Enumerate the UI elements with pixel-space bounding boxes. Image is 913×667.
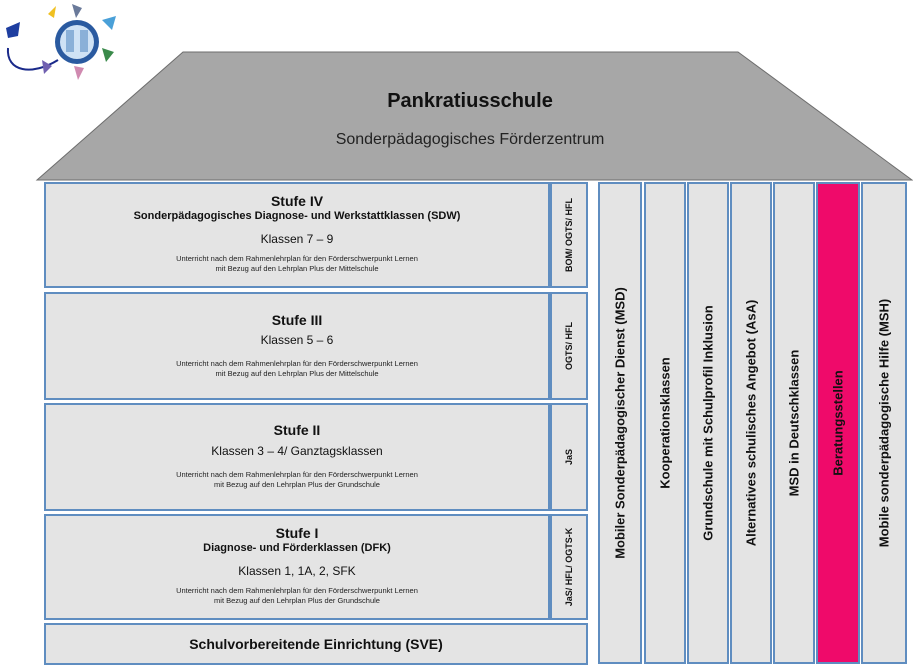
column-beratungsstellen: Beratungsstellen — [816, 182, 860, 664]
stufe-iii-box: Stufe III Klassen 5 – 6 Unterricht nach … — [44, 292, 550, 400]
stufe-iii-note-2: mit Bezug auf den Lehrplan Plus der Mitt… — [215, 369, 379, 378]
stufe-iv-subtitle: Sonderpädagogisches Diagnose- und Werkst… — [133, 210, 461, 222]
school-logo-icon — [6, 4, 116, 80]
stufe-i-klassen: Klassen 1, 1A, 2, SFK — [238, 564, 356, 578]
stufe-iii-klassen: Klassen 5 – 6 — [260, 333, 334, 347]
column-asa: Alternatives schulisches Angebot (AsA) — [730, 182, 772, 664]
column-msd-label: Mobiler Sonderpädagogischer Dienst (MSD) — [612, 287, 628, 559]
stufe-iv-side-label: BOM/ OGTS/ HFL — [564, 198, 574, 272]
stufe-i-side-label: JaS/ HFL/ OGTS-K — [564, 527, 574, 607]
stufe-i-note-1: Unterricht nach dem Rahmenlehrplan für d… — [176, 586, 418, 595]
stufe-i-subtitle: Diagnose- und Förderklassen (DFK) — [203, 542, 391, 554]
stufe-iv-klassen: Klassen 7 – 9 — [260, 232, 334, 246]
column-msd: Mobiler Sonderpädagogischer Dienst (MSD) — [598, 182, 642, 664]
column-msd-deutschklassen-label: MSD in Deutschklassen — [786, 349, 802, 497]
stufe-iv-box: Stufe IV Sonderpädagogisches Diagnose- u… — [44, 182, 550, 288]
stufe-ii-side: JaS — [550, 403, 588, 511]
stufe-ii-box: Stufe II Klassen 3 – 4/ Ganztagsklassen … — [44, 403, 550, 511]
column-msh: Mobile sonderpädagogische Hilfe (MSH) — [861, 182, 907, 664]
stufe-ii-side-label: JaS — [564, 448, 574, 466]
column-inklusion: Grundschule mit Schulprofil Inklusion — [687, 182, 729, 664]
school-name: Pankratiusschule — [387, 90, 553, 112]
stufe-iii-side: OGTS/ HFL — [550, 292, 588, 400]
column-inklusion-label: Grundschule mit Schulprofil Inklusion — [700, 305, 716, 541]
stufe-iv-note-2: mit Bezug auf den Lehrplan Plus der Mitt… — [215, 264, 379, 273]
school-subtitle: Sonderpädagogisches Förderzentrum — [335, 131, 605, 148]
stufe-iii-title: Stufe III — [271, 312, 323, 328]
stufe-ii-klassen: Klassen 3 – 4/ Ganztagsklassen — [211, 444, 383, 458]
roof — [35, 51, 913, 181]
column-msh-label: Mobile sonderpädagogische Hilfe (MSH) — [876, 298, 892, 548]
stufe-ii-title: Stufe II — [273, 422, 321, 438]
stufe-ii-note-2: mit Bezug auf den Lehrplan Plus der Grun… — [214, 480, 380, 489]
stufe-iv-note-1: Unterricht nach dem Rahmenlehrplan für d… — [176, 254, 418, 263]
stufe-i-box: Stufe I Diagnose- und Förderklassen (DFK… — [44, 514, 550, 620]
stufe-i-note-2: mit Bezug auf den Lehrplan Plus der Grun… — [214, 596, 380, 605]
column-beratungsstellen-label: Beratungsstellen — [830, 370, 846, 476]
stufe-iv-side: BOM/ OGTS/ HFL — [550, 182, 588, 288]
column-kooperationsklassen: Kooperationsklassen — [644, 182, 686, 664]
stufe-iv-title: Stufe IV — [270, 193, 324, 209]
stufe-ii-note-1: Unterricht nach dem Rahmenlehrplan für d… — [176, 470, 418, 479]
column-kooperationsklassen-label: Kooperationsklassen — [657, 357, 673, 489]
stufe-iii-side-label: OGTS/ HFL — [564, 322, 574, 370]
stufe-i-side: JaS/ HFL/ OGTS-K — [550, 514, 588, 620]
sve-box: Schulvorbereitende Einrichtung (SVE) — [44, 623, 588, 665]
column-msd-deutschklassen: MSD in Deutschklassen — [773, 182, 815, 664]
column-asa-label: Alternatives schulisches Angebot (AsA) — [743, 299, 759, 547]
stufe-iii-note-1: Unterricht nach dem Rahmenlehrplan für d… — [176, 359, 418, 368]
stufe-i-title: Stufe I — [275, 525, 319, 541]
